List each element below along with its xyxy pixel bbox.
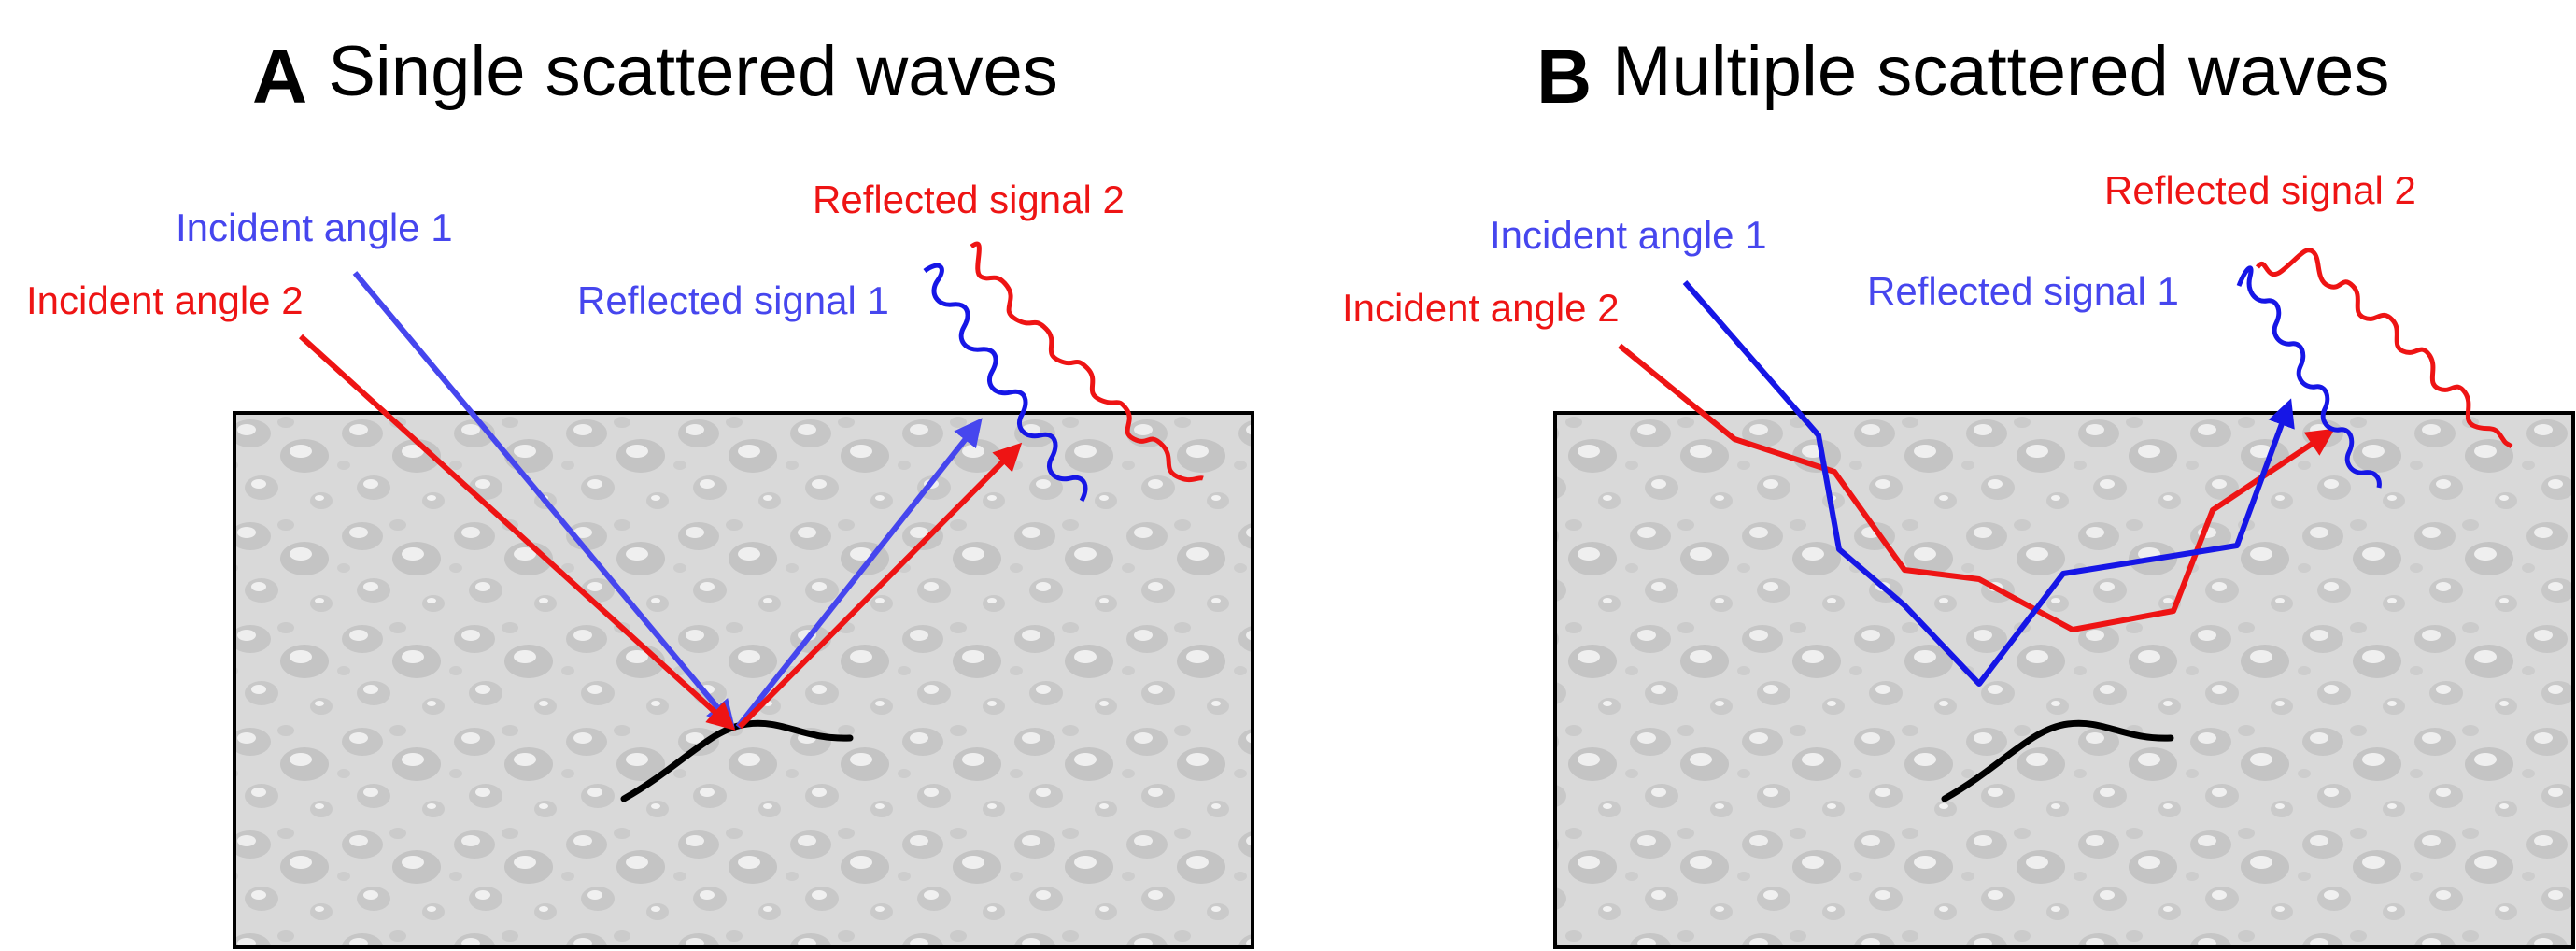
panel-a-title-text: Single scattered waves	[328, 32, 1058, 111]
panel-b: B Multiple scattered waves Incident angl…	[1288, 0, 2576, 951]
panel-a-letter: A	[252, 35, 308, 120]
reflected-wave-2	[2255, 248, 2513, 449]
scatterer	[620, 719, 854, 802]
panel-b-diagram	[1553, 248, 2575, 949]
reflected-wave-1	[2236, 265, 2382, 489]
label-reflected-signal-2: Reflected signal 2	[813, 177, 1125, 221]
incident-path-1	[1682, 280, 2295, 687]
panel-a-title: A Single scattered waves	[252, 26, 1058, 129]
label-reflected-signal-2: Reflected signal 2	[2104, 168, 2416, 212]
label-incident-angle-1: Incident angle 1	[1490, 213, 1767, 257]
label-incident-angle-1: Incident angle 1	[176, 206, 453, 249]
incident-ray-2	[298, 334, 736, 731]
reflected-ray-2	[737, 442, 1023, 730]
label-incident-angle-2: Incident angle 2	[26, 278, 304, 322]
reflected-wave-2	[970, 241, 1204, 483]
incident-path-2	[1618, 343, 2335, 632]
label-reflected-signal-1: Reflected signal 1	[1867, 269, 2179, 313]
reflected-wave-1	[923, 263, 1088, 503]
panel-a-diagram	[233, 241, 1254, 949]
reflected-ray-1	[735, 418, 983, 729]
panel-a: A Single scattered waves Incident angle …	[26, 26, 1254, 949]
label-reflected-signal-1: Reflected signal 1	[577, 278, 889, 322]
scatterer	[1941, 719, 2174, 802]
medium-box	[233, 411, 1254, 949]
panel-b-title-text: Multiple scattered waves	[1612, 32, 2390, 111]
panel-b-title: B Multiple scattered waves	[1536, 26, 2389, 129]
panel-b-letter: B	[1536, 35, 1592, 120]
incident-ray-1	[352, 271, 735, 729]
medium-box	[1553, 411, 2575, 949]
label-incident-angle-2: Incident angle 2	[1342, 286, 1620, 330]
